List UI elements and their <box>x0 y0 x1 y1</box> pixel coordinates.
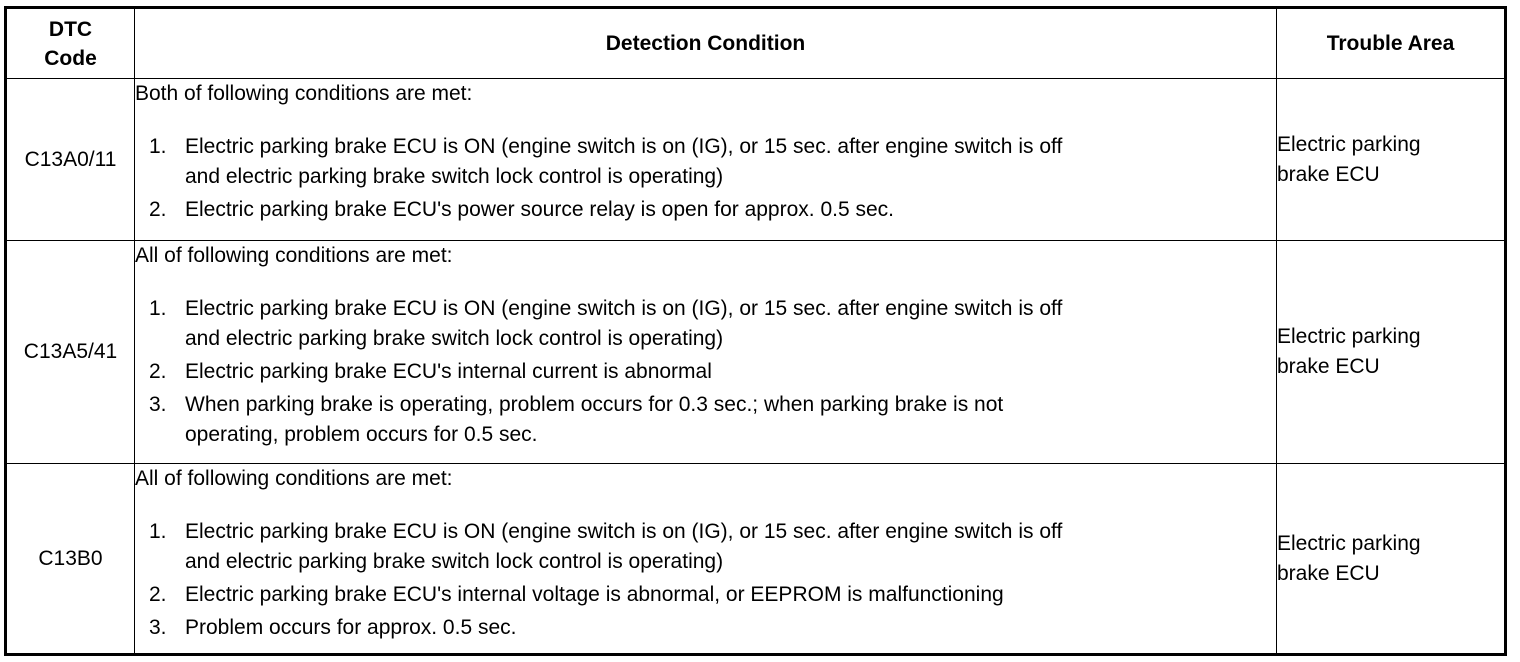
condition-lead: All of following conditions are met: <box>135 244 453 267</box>
condition-number: 2. <box>149 198 167 221</box>
condition-item: 2. Electric parking brake ECU's power so… <box>135 195 1276 225</box>
dtc-code-cell: C13A5/41 <box>5 240 135 464</box>
trouble-area-line: brake ECU <box>1277 561 1380 585</box>
condition-item: 3. When parking brake is operating, prob… <box>135 390 1276 450</box>
condition-number: 1. <box>149 297 167 320</box>
condition-number: 3. <box>149 393 167 416</box>
header-dtc-line2: Code <box>44 46 97 70</box>
condition-text-line: Electric parking brake ECU is ON (engine… <box>185 135 1063 158</box>
table-row: C13A0/11 Both of following conditions ar… <box>5 78 1506 241</box>
condition-text-line: Electric parking brake ECU's power sourc… <box>185 198 894 221</box>
condition-item: 1. Electric parking brake ECU is ON (eng… <box>135 294 1276 354</box>
condition-lead: Both of following conditions are met: <box>135 82 473 105</box>
trouble-area-cell: Electric parking brake ECU <box>1276 78 1506 241</box>
condition-item: 3. Problem occurs for approx. 0.5 sec. <box>135 613 1276 643</box>
table-row: C13B0 All of following conditions are me… <box>5 463 1506 655</box>
condition-text-line: Electric parking brake ECU is ON (engine… <box>185 520 1063 543</box>
condition-text-line: and electric parking brake switch lock c… <box>185 327 724 350</box>
trouble-area-line: Electric parking <box>1277 325 1421 348</box>
condition-text-line: Problem occurs for approx. 0.5 sec. <box>185 616 517 639</box>
condition-item: 1. Electric parking brake ECU is ON (eng… <box>135 132 1276 192</box>
condition-list: 1. Electric parking brake ECU is ON (eng… <box>135 294 1276 450</box>
dtc-code-cell: C13A0/11 <box>5 78 135 241</box>
trouble-area-line: brake ECU <box>1277 355 1380 378</box>
table-row: C13A5/41 All of following conditions are… <box>5 240 1506 464</box>
detection-condition-cell: All of following conditions are met: 1. … <box>134 240 1277 464</box>
dtc-table: DTC Code Detection Condition Trouble Are… <box>4 6 1507 656</box>
condition-number: 1. <box>149 135 167 158</box>
condition-text-line: and electric parking brake switch lock c… <box>185 165 724 188</box>
condition-text-line: Electric parking brake ECU's internal cu… <box>185 360 712 383</box>
dtc-code-cell: C13B0 <box>5 463 135 655</box>
condition-lead: All of following conditions are met: <box>135 467 453 490</box>
condition-item: 2. Electric parking brake ECU's internal… <box>135 580 1276 610</box>
condition-text-line: Electric parking brake ECU's internal vo… <box>185 583 1004 606</box>
condition-text-line: When parking brake is operating, problem… <box>185 393 1004 416</box>
header-trouble-area: Trouble Area <box>1276 7 1506 79</box>
condition-text-line: and electric parking brake switch lock c… <box>185 550 724 573</box>
condition-text-line: Electric parking brake ECU is ON (engine… <box>185 297 1063 320</box>
header-detection-condition: Detection Condition <box>134 7 1277 79</box>
condition-number: 2. <box>149 583 167 606</box>
trouble-area-line: Electric parking <box>1277 531 1421 555</box>
trouble-area-line: Electric parking <box>1277 132 1421 156</box>
condition-item: 1. Electric parking brake ECU is ON (eng… <box>135 517 1276 577</box>
condition-number: 2. <box>149 360 167 383</box>
condition-text-line: operating, problem occurs for 0.5 sec. <box>185 423 538 446</box>
header-dtc-line1: DTC <box>48 17 93 41</box>
header-dtc-code: DTC Code <box>5 7 135 79</box>
detection-condition-cell: All of following conditions are met: 1. … <box>134 463 1277 655</box>
condition-list: 1. Electric parking brake ECU is ON (eng… <box>135 517 1276 643</box>
condition-number: 3. <box>149 616 167 639</box>
trouble-area-line: brake ECU <box>1277 162 1380 186</box>
trouble-area-cell: Electric parking brake ECU <box>1276 463 1506 655</box>
condition-list: 1. Electric parking brake ECU is ON (eng… <box>135 132 1276 225</box>
condition-number: 1. <box>149 520 167 543</box>
trouble-area-cell: Electric parking brake ECU <box>1276 240 1506 464</box>
table-header-row: DTC Code Detection Condition Trouble Are… <box>5 7 1506 79</box>
detection-condition-cell: Both of following conditions are met: 1.… <box>134 78 1277 241</box>
condition-item: 2. Electric parking brake ECU's internal… <box>135 357 1276 387</box>
